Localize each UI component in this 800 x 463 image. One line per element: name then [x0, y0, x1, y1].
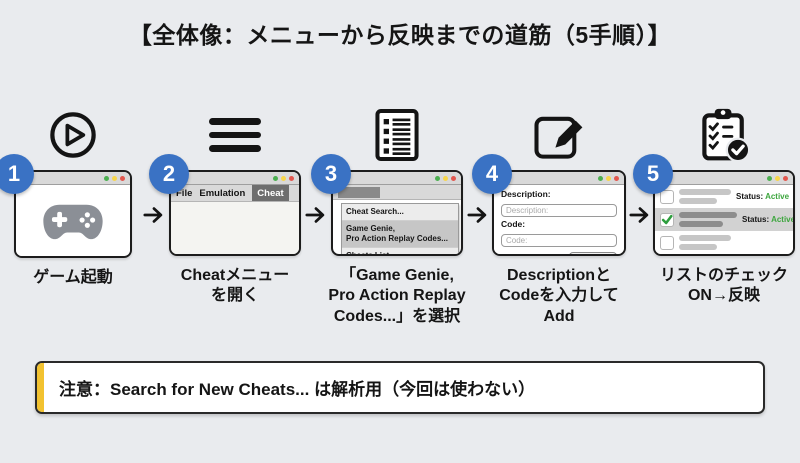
- page-title: 【全体像：メニューから反映までの道筋（5手順）】: [128, 22, 672, 48]
- cheat-dropdown-menu: Cheat Search... Game Genie, Pro Action R…: [341, 203, 459, 256]
- titlebar-dot-green: [767, 175, 772, 181]
- status-text: Status: Active: [742, 215, 795, 224]
- menu-bar: [333, 185, 461, 200]
- cheat-list-row-selected: Status: Active: [655, 208, 793, 231]
- arrow-right-icon: [467, 204, 489, 226]
- step-number-badge: 3: [311, 154, 351, 194]
- menu-bar: File Emulation Cheat: [171, 185, 299, 202]
- cheat-text-bars: [679, 212, 737, 227]
- titlebar-dot-red: [614, 175, 619, 181]
- titlebar-dot-green: [598, 175, 603, 181]
- menu-item-file[interactable]: File: [176, 187, 193, 199]
- code-input[interactable]: [501, 234, 617, 247]
- step-4-label: Descriptionと Codeを入力して Add: [499, 267, 619, 325]
- step-number-badge: 2: [149, 154, 189, 194]
- step-1: 1: [0, 100, 144, 288]
- note-text: 注意：Search for New Cheats... は解析用（今回は使わない…: [59, 380, 536, 400]
- description-input[interactable]: [501, 204, 617, 217]
- cheat-list-row: Status: Active: [655, 185, 793, 208]
- window-titlebar: [16, 172, 130, 185]
- note-box: 注意：Search for New Cheats... は解析用（今回は使わない…: [35, 361, 765, 415]
- edit-icon: [532, 100, 586, 170]
- cheat-checkbox-checked[interactable]: [660, 212, 674, 227]
- titlebar-dot-red: [783, 175, 788, 181]
- titlebar-dot-yellow: [606, 175, 611, 181]
- code-label: Code:: [501, 219, 526, 229]
- dropdown-item-game-genie[interactable]: Game Genie, Pro Action Replay Codes...: [342, 221, 458, 248]
- note-accent-bar: [37, 363, 44, 413]
- step-5: 5 Status: Active: [633, 100, 798, 307]
- window-titlebar: [655, 172, 793, 185]
- status-text: Status: Active: [736, 192, 790, 201]
- arrow-right-icon: [143, 204, 165, 226]
- game-window: [14, 170, 132, 258]
- step-number-badge: 1: [0, 154, 34, 194]
- description-label: Description:: [501, 189, 551, 199]
- titlebar-dot-yellow: [281, 175, 286, 181]
- window-titlebar: [171, 172, 299, 185]
- add-cheat-window: Description: Code: Add: [492, 170, 626, 256]
- cheat-menu-window: Cheat Search... Game Genie, Pro Action R…: [331, 170, 463, 256]
- titlebar-dot-yellow: [775, 175, 780, 181]
- cheats-list-window: Status: Active Status: Active: [653, 170, 795, 256]
- menu-item-emulation[interactable]: Emulation: [199, 187, 246, 199]
- titlebar-dot-yellow: [112, 175, 117, 181]
- checklist-icon: [696, 100, 752, 170]
- step-3-label: 「Game Genie, Pro Action Replay Codes...」…: [328, 267, 466, 325]
- list-document-icon: [373, 100, 421, 170]
- titlebar-dot-red: [120, 175, 125, 181]
- titlebar-dot-red: [451, 175, 456, 181]
- play-icon: [43, 100, 103, 170]
- step-1-label: ゲーム起動: [33, 269, 113, 286]
- step-flow: 1: [0, 100, 800, 327]
- titlebar-dot-yellow: [443, 175, 448, 181]
- arrow-right-icon: [629, 204, 651, 226]
- cheat-text-bars: [679, 235, 788, 250]
- titlebar-dot-green: [273, 175, 278, 181]
- cheat-checkbox-unchecked[interactable]: [660, 189, 674, 204]
- add-button[interactable]: Add: [569, 252, 617, 254]
- open-menu-highlight: [338, 186, 380, 198]
- titlebar-dot-green: [104, 175, 109, 181]
- dropdown-item-cheats-list[interactable]: Cheats List...: [346, 251, 396, 256]
- step-number-badge: 5: [633, 154, 673, 194]
- cheat-text-bars: [679, 189, 731, 204]
- gamepad-icon: [16, 185, 130, 256]
- cheat-list-row: [655, 231, 793, 254]
- window-titlebar: [494, 172, 624, 185]
- step-2: 2 File Emulation Cheat Cheatメニュー を開く: [149, 100, 306, 307]
- titlebar-dot-green: [435, 175, 440, 181]
- step-2-label: Cheatメニュー を開く: [180, 267, 290, 305]
- step-4: 4 Description: Code: Add Descrip: [472, 100, 630, 327]
- arrow-right-icon: [305, 204, 327, 226]
- step-number-badge: 4: [472, 154, 512, 194]
- menu-window: File Emulation Cheat: [169, 170, 301, 256]
- cheat-checkbox-unchecked[interactable]: [660, 235, 674, 250]
- dropdown-item-cheat-search[interactable]: Cheat Search...: [342, 204, 458, 221]
- window-titlebar: [333, 172, 461, 185]
- menu-item-cheat[interactable]: Cheat: [252, 185, 289, 201]
- titlebar-dot-red: [289, 175, 294, 181]
- hamburger-menu-icon: [209, 100, 261, 170]
- window-body: [171, 202, 299, 254]
- step-5-label: リストのチェック ON→反映: [659, 267, 788, 305]
- step-3: 3 Cheat Search... Game Genie, Pro Action…: [311, 100, 468, 327]
